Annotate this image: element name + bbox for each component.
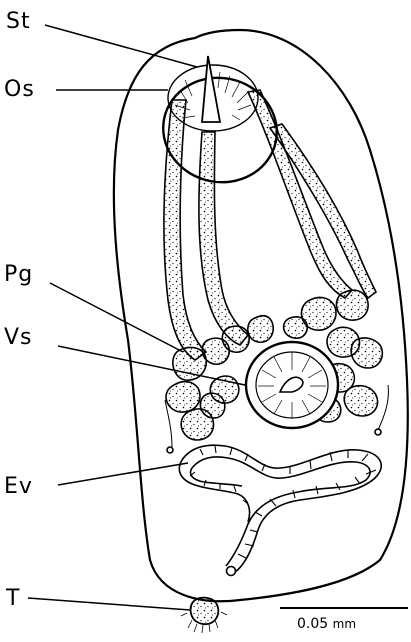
scale-value: 0.05 [297,616,328,632]
scale-label: 0.05 mm [297,617,356,631]
ventral-sucker [246,342,338,428]
label-st: St [6,11,31,33]
tail-stump [181,598,227,633]
label-vs: Vs [4,327,33,349]
label-pg: Pg [4,264,33,286]
label-ev: Ev [4,476,33,498]
label-os: Os [4,79,35,101]
label-t: T [6,588,20,610]
leader-st [45,25,197,67]
scale-unit: mm [333,617,356,631]
leader-pg [50,283,183,352]
leader-t [28,598,190,610]
leader-ev [58,463,188,485]
